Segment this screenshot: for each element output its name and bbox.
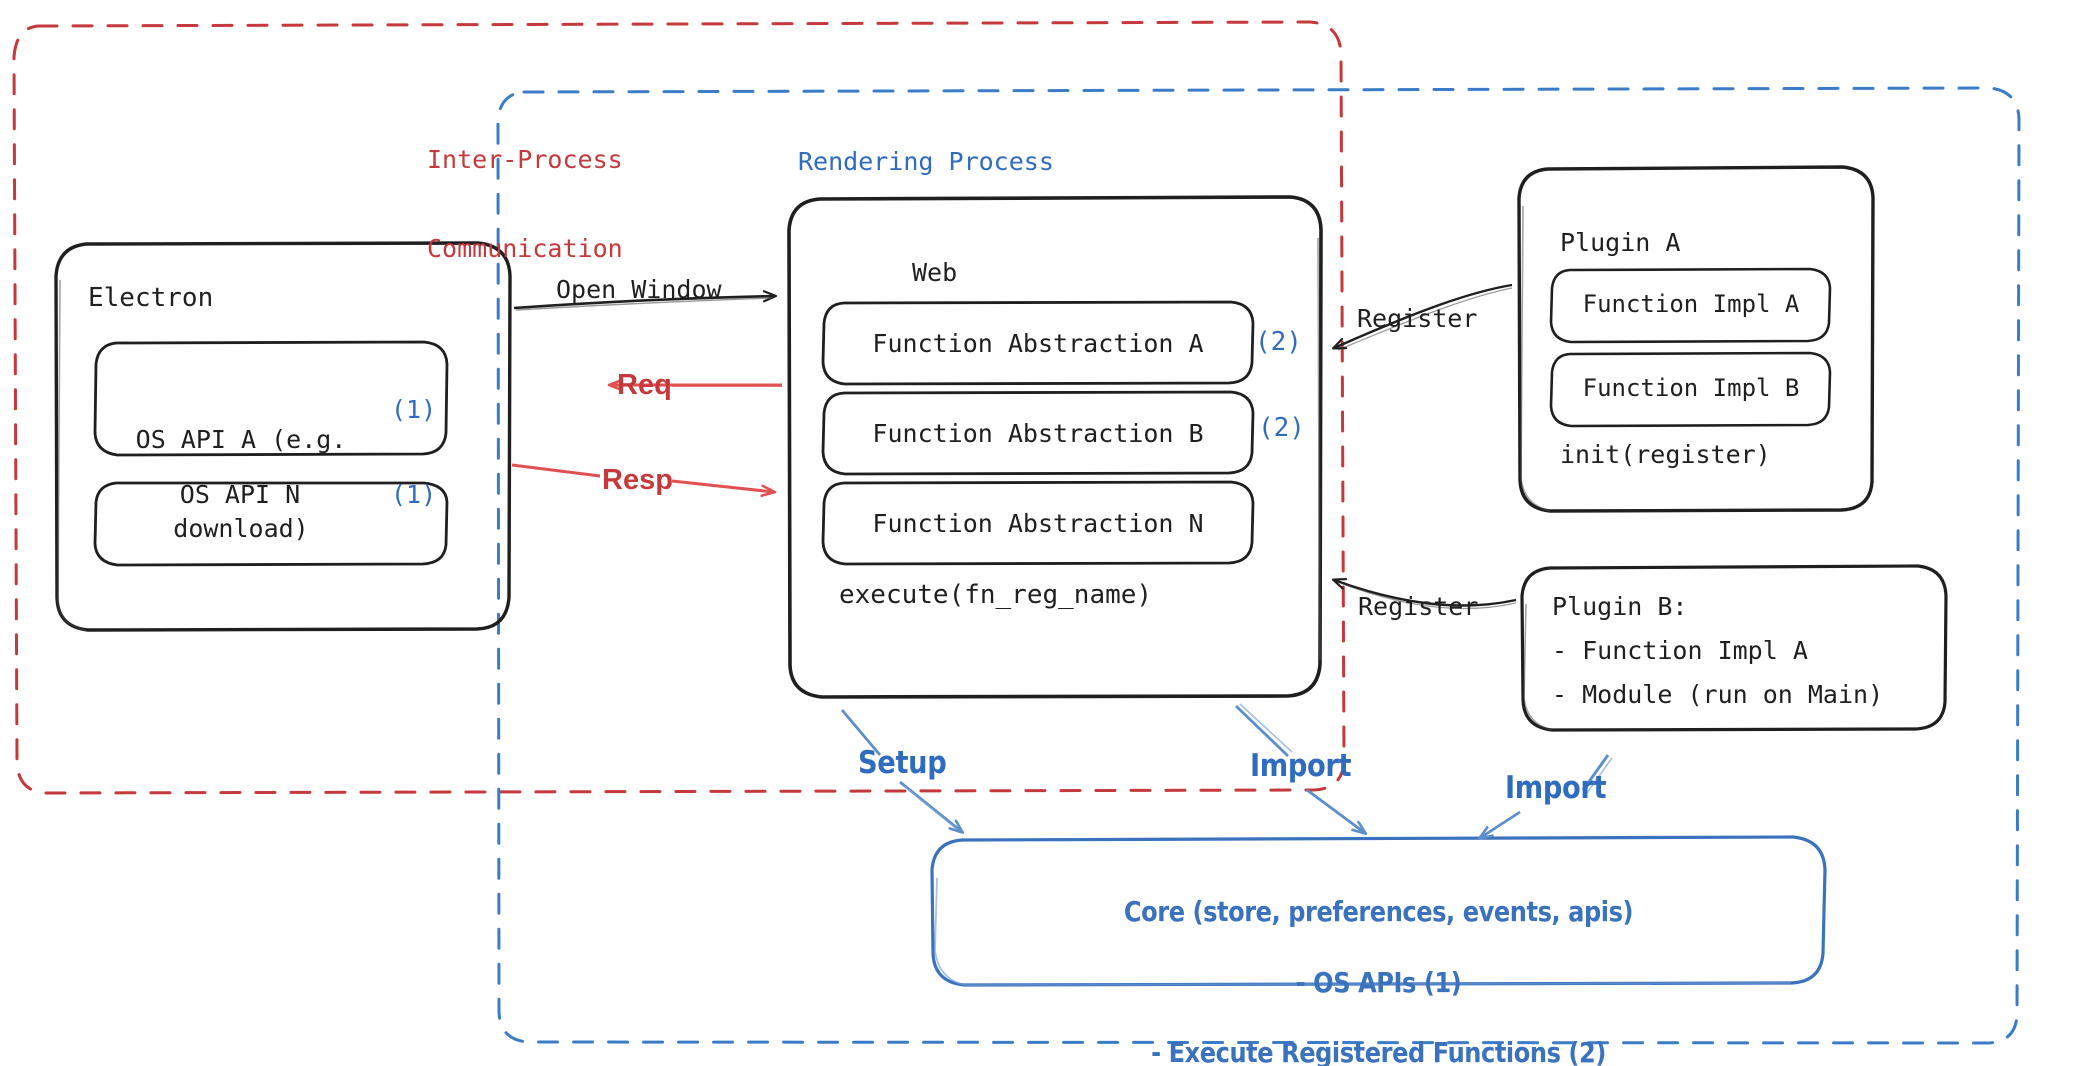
function-abstraction-a-label: Function Abstraction A <box>872 329 1204 358</box>
function-abstraction-b-badge: (2) <box>1258 413 1305 443</box>
plugin-a-title: Plugin A <box>1560 228 1681 257</box>
web-title: Web <box>912 258 958 287</box>
os-api-n-box <box>93 481 449 567</box>
arrow-open-window-label: Open Window <box>556 275 722 304</box>
function-impl-b-label: Function Impl B <box>1582 374 1800 402</box>
function-abstraction-b-label: Function Abstraction B <box>872 419 1204 448</box>
electron-title: Electron <box>88 283 214 313</box>
arrow-setup-label: Setup <box>858 745 947 781</box>
arrow-register-top-label: Register <box>1357 304 1478 333</box>
plugin-b-line-1: - Function Impl A <box>1552 636 1808 665</box>
arrow-open-window <box>513 296 775 311</box>
arrow-import-right-label: Import <box>1505 770 1607 806</box>
function-impl-a-box <box>1549 267 1832 344</box>
ipc-label-line1: Inter-Process <box>427 145 623 174</box>
core-line-2: - OS APIs (1) <box>1295 965 1462 999</box>
arrow-import-left <box>1235 703 1365 833</box>
web-box <box>787 195 1323 699</box>
os-api-a-line1: OS API A (e.g. <box>135 425 347 454</box>
function-abstraction-a-badge: (2) <box>1255 327 1302 357</box>
arrow-req-label: Req <box>617 369 672 401</box>
web-footer: execute(fn_reg_name) <box>839 580 1153 610</box>
arrow-register-bottom <box>1334 580 1517 610</box>
core-text: Core (store, preferences, events, apis) … <box>932 857 1825 1066</box>
arrow-register-top <box>1334 283 1513 351</box>
arrow-req <box>610 385 782 386</box>
function-abstraction-a-box <box>821 300 1255 386</box>
arrow-import-right <box>1480 754 1613 838</box>
ipc-container <box>12 20 1346 795</box>
os-api-n-badge: (1) <box>391 480 437 509</box>
plugin-b-line-2: - Module (run on Main) <box>1552 680 1884 709</box>
function-abstraction-n-label: Function Abstraction N <box>872 509 1204 538</box>
rendering-process-container <box>496 86 2021 1045</box>
os-api-a-line2: download) <box>173 513 309 543</box>
core-line-1: Core (store, preferences, events, apis) <box>1123 894 1634 928</box>
rendering-process-label: Rendering Process <box>798 147 1054 176</box>
function-impl-a-label: Function Impl A <box>1582 290 1800 318</box>
electron-box <box>54 241 512 632</box>
plugin-a-footer: init(register) <box>1560 440 1771 469</box>
os-api-a-label: OS API A (e.g. download) <box>96 366 386 602</box>
os-api-a-box <box>93 340 449 457</box>
function-abstraction-n-box <box>821 480 1255 566</box>
plugin-a-box <box>1517 165 1875 513</box>
function-impl-b-box <box>1549 351 1832 428</box>
os-api-a-badge: (1) <box>391 395 437 424</box>
os-api-n-label: OS API N <box>179 480 301 509</box>
arrow-resp-label: Resp <box>602 464 673 496</box>
arrow-import-left-label: Import <box>1250 748 1352 784</box>
function-abstraction-b-box <box>821 390 1255 476</box>
arrow-setup <box>840 709 962 832</box>
ipc-label: Inter-Process Communication <box>427 86 623 322</box>
core-line-3: - Execute Registered Functions (2) <box>1151 1036 1606 1066</box>
arrow-resp <box>511 463 774 492</box>
arrow-register-bottom-label: Register <box>1358 592 1479 621</box>
core-box <box>930 835 1827 987</box>
plugin-b-box <box>1520 564 1948 732</box>
ipc-label-line2: Communication <box>427 233 623 263</box>
plugin-b-title: Plugin B: <box>1552 592 1688 621</box>
